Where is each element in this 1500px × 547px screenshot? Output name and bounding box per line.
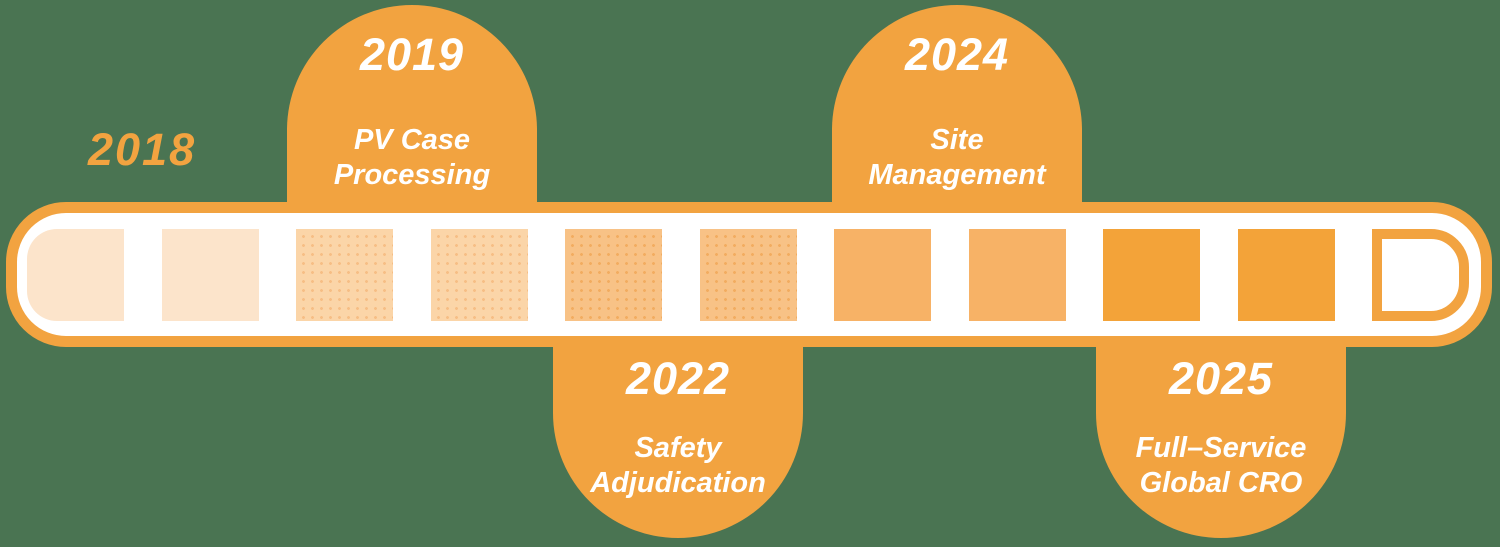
- progress-segment: [968, 228, 1066, 321]
- milestone-year: 2019: [359, 29, 465, 80]
- milestone-label: Safety Adjudication: [590, 432, 766, 500]
- progress-segment: [699, 228, 797, 321]
- milestone-year: 2025: [1168, 353, 1274, 404]
- milestone-bubble-2019: 2019 PV Case Processing: [287, 5, 537, 212]
- progress-segment: [430, 228, 528, 321]
- milestone-label: PV Case Processing: [333, 124, 491, 192]
- milestone-year: 2024: [904, 29, 1010, 80]
- progress-segment: [161, 228, 259, 321]
- milestone-label: Site Management: [868, 124, 1046, 192]
- progress-segment: [834, 228, 931, 321]
- timeline-progress-bar: [6, 202, 1492, 347]
- progress-segment: [1237, 228, 1335, 321]
- start-year-label: 2018: [88, 124, 197, 175]
- progress-segment: [1103, 228, 1200, 321]
- milestone-bubble-2024: 2024 Site Management: [832, 5, 1082, 212]
- progress-segment: [27, 228, 124, 321]
- milestone-bubble-2022: 2022 Safety Adjudication: [553, 337, 803, 538]
- milestone-year: 2022: [625, 353, 731, 404]
- milestone-bubble-2025: 2025 Full–Service Global CRO: [1096, 337, 1346, 538]
- progress-segment: [296, 228, 393, 321]
- progress-segment: [565, 228, 662, 321]
- milestone-label: Full–Service Global CRO: [1135, 432, 1307, 500]
- progress-end-cap: [1372, 228, 1469, 321]
